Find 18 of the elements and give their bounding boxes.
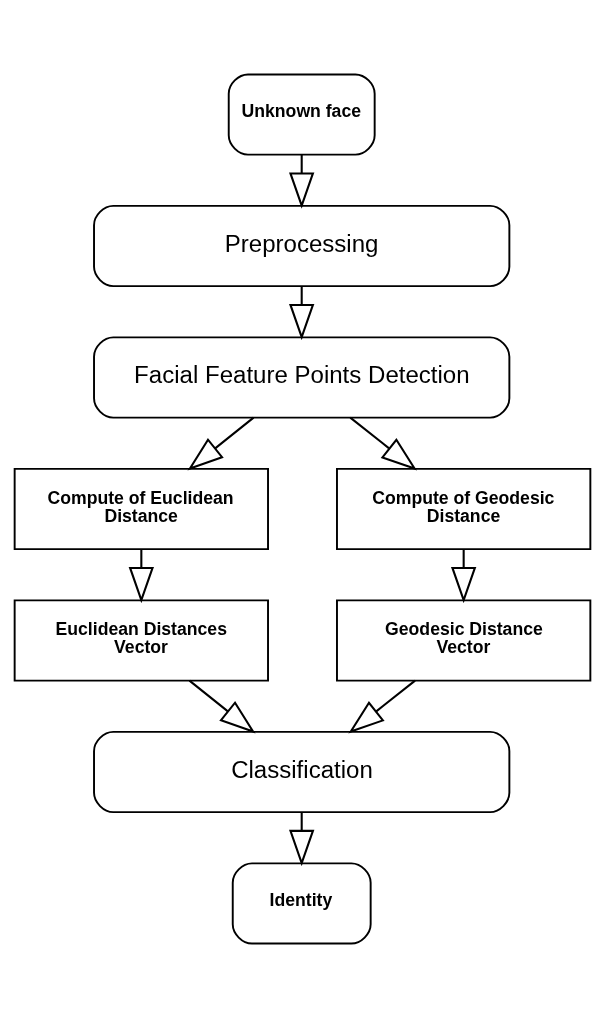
- node-box: Geodesic Distance Vector: [336, 599, 592, 682]
- node-box: Identity: [231, 862, 372, 945]
- node-box: Facial Feature Points Detection: [93, 336, 511, 419]
- node-box: Euclidean Distances Vector: [13, 599, 269, 682]
- node-box: Preprocessing: [93, 204, 511, 288]
- node-box: Compute of Geodesic Distance: [336, 467, 592, 551]
- arrow: [349, 416, 417, 471]
- node-box: Unknown face: [227, 73, 376, 156]
- arrow: [289, 154, 315, 209]
- arrow: [188, 679, 256, 734]
- arrow: [348, 679, 416, 734]
- arrow: [128, 549, 155, 604]
- arrow: [289, 812, 315, 867]
- arrow: [289, 286, 315, 341]
- arrow: [187, 416, 255, 471]
- node-box: Classification: [93, 730, 511, 814]
- arrow: [450, 549, 477, 604]
- node-box: Compute of Euclidean Distance: [13, 467, 269, 551]
